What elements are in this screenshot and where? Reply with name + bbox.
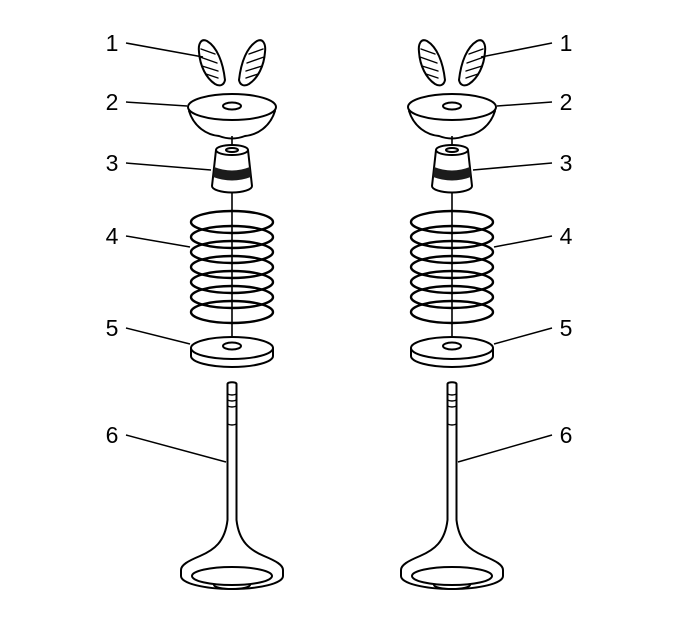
callout-right-2: 2	[560, 89, 573, 115]
leader-line-left-4	[125, 235, 191, 248]
callout-left-1: 1	[106, 30, 119, 56]
callout-left-6: 6	[106, 422, 119, 448]
leader-line-left-3	[125, 162, 212, 171]
callout-left-4: 4	[106, 223, 119, 249]
callout-left-2: 2	[106, 89, 119, 115]
callout-right-6: 6	[560, 422, 573, 448]
valve-assembly-left	[179, 39, 285, 591]
callout-left-5: 5	[106, 315, 119, 341]
leader-line-left-5	[125, 327, 191, 345]
callout-left-3: 3	[106, 150, 119, 176]
leader-line-right-6	[457, 434, 553, 463]
leader-line-right-3	[472, 162, 553, 171]
callout-right-1: 1	[560, 30, 573, 56]
callout-right-5: 5	[560, 315, 573, 341]
leader-line-left-2	[125, 101, 188, 107]
callouts-right: 1 2 3 4 5 6	[457, 30, 573, 463]
callout-right-3: 3	[560, 150, 573, 176]
leader-line-right-5	[493, 327, 553, 345]
callouts-left: 1 2 3 4 5 6	[106, 30, 227, 463]
leader-line-left-1	[125, 42, 204, 58]
leader-line-right-4	[493, 235, 553, 248]
valve-assembly-right	[399, 39, 505, 591]
callout-right-4: 4	[560, 223, 573, 249]
leader-line-right-2	[496, 101, 553, 107]
leader-line-left-6	[125, 434, 227, 463]
leader-line-right-1	[480, 42, 553, 58]
